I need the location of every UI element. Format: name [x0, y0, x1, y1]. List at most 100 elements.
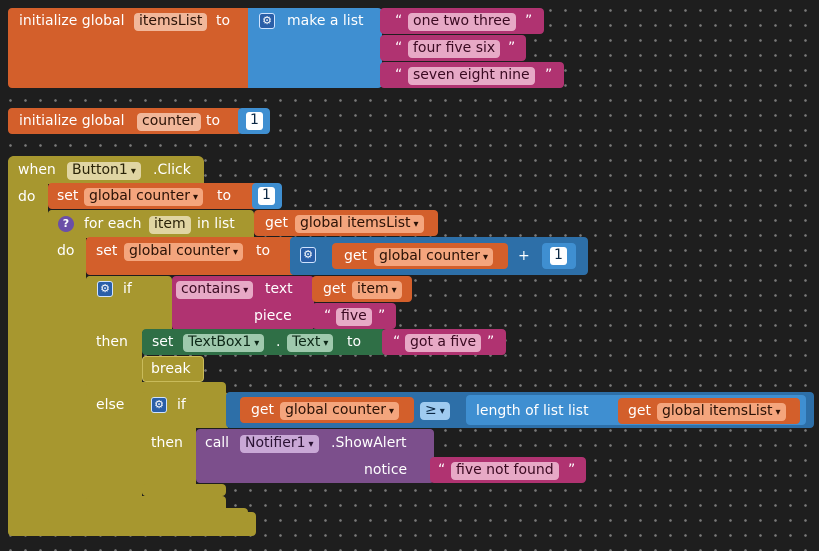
- in-list-label: in list: [197, 216, 235, 232]
- get-keyword: get: [251, 402, 274, 418]
- textbox-component-dropdown[interactable]: TextBox1▾: [183, 334, 265, 352]
- loop-item-var-name[interactable]: item: [149, 216, 191, 234]
- init-itemslist-block[interactable]: [8, 8, 252, 88]
- button1-label: Button1: [72, 162, 128, 178]
- length-list-var-label: global itemsList: [662, 403, 773, 419]
- increment-var-label: global counter: [129, 243, 231, 259]
- mutator-gear-icon[interactable]: ⚙: [300, 247, 316, 263]
- textbox-label: TextBox1: [188, 334, 252, 350]
- dropdown-arrow-icon: ▾: [413, 219, 419, 230]
- set-counter-value[interactable]: 1: [258, 187, 275, 205]
- quote-close-icon: ”: [508, 40, 516, 56]
- button1-component-dropdown[interactable]: Button1▾: [67, 162, 141, 180]
- quote-close-icon: ”: [545, 67, 553, 83]
- compare-operator-dropdown[interactable]: ≥▾: [420, 402, 450, 420]
- quote-open-icon: “: [395, 13, 403, 29]
- dropdown-arrow-icon: ▾: [775, 407, 781, 418]
- list-item-3-text[interactable]: seven eight nine: [408, 67, 535, 85]
- get-item-dropdown[interactable]: item▾: [352, 281, 402, 299]
- counter-var-name[interactable]: counter: [137, 113, 201, 131]
- quote-open-icon: “: [393, 334, 401, 350]
- contains-dropdown[interactable]: contains▾: [176, 281, 254, 299]
- then-label: then: [151, 435, 183, 451]
- notifier-label: Notifier1: [245, 435, 306, 451]
- dropdown-arrow-icon: ▾: [483, 252, 489, 263]
- init-keyword: initialize global: [19, 13, 125, 29]
- counter-init-value[interactable]: 1: [246, 112, 263, 130]
- foreach-do-label: do: [57, 243, 75, 259]
- if-label: if: [177, 397, 186, 413]
- get-itemslist-dropdown[interactable]: global itemsList▾: [295, 215, 424, 233]
- got-a-five-text[interactable]: got a five: [405, 334, 482, 352]
- quote-close-icon: ”: [378, 308, 386, 324]
- compare-counter-dropdown[interactable]: global counter▾: [280, 402, 400, 420]
- make-a-list-label: make a list: [287, 13, 364, 29]
- event-do-label: do: [18, 189, 36, 205]
- five-not-found-text[interactable]: five not found: [451, 462, 559, 480]
- mutator-gear-icon[interactable]: ⚙: [151, 397, 167, 413]
- dot-label: .: [276, 334, 281, 350]
- set-counter-var-dropdown[interactable]: global counter▾: [84, 188, 204, 206]
- dropdown-arrow-icon: ▾: [391, 285, 397, 296]
- quote-close-icon: ”: [525, 13, 533, 29]
- notifier-component-dropdown[interactable]: Notifier1▾: [240, 435, 319, 453]
- set-to-label: to: [217, 188, 232, 204]
- notice-label: notice: [364, 462, 408, 478]
- quote-open-icon: “: [438, 462, 446, 478]
- quote-open-icon: “: [324, 308, 332, 324]
- compare-counter-label: global counter: [285, 402, 387, 418]
- dropdown-arrow-icon: ▾: [254, 338, 260, 349]
- length-list-var-dropdown[interactable]: global itemsList▾: [657, 403, 786, 421]
- piece-label: piece: [254, 308, 292, 324]
- list-item-1-text[interactable]: one two three: [408, 13, 516, 31]
- init-counter-block[interactable]: [8, 108, 242, 134]
- show-alert-method-label: .ShowAlert: [331, 435, 407, 451]
- plus-operator: +: [518, 248, 530, 264]
- mutator-gear-icon[interactable]: ⚙: [97, 281, 113, 297]
- get-keyword: get: [323, 281, 346, 297]
- text-label: text: [265, 281, 293, 297]
- get-itemslist-label: global itemsList: [300, 215, 411, 231]
- increment-var-dropdown[interactable]: global counter▾: [124, 243, 244, 261]
- dropdown-arrow-icon: ▾: [243, 285, 249, 296]
- get-keyword: get: [628, 403, 651, 419]
- contains-label: contains: [181, 281, 241, 297]
- set-to-label: to: [347, 334, 362, 350]
- event-name-label: .Click: [153, 162, 191, 178]
- quote-open-icon: “: [395, 40, 403, 56]
- set-keyword: set: [57, 188, 79, 204]
- inner-if-block-bottom: [142, 484, 226, 496]
- break-block[interactable]: [142, 356, 204, 382]
- dropdown-arrow-icon: ▾: [323, 338, 329, 349]
- increment-value[interactable]: 1: [550, 247, 567, 265]
- list-item-2-text[interactable]: four five six: [408, 40, 501, 58]
- when-label: when: [18, 162, 56, 178]
- call-keyword: call: [205, 435, 230, 451]
- mutator-gear-icon[interactable]: ⚙: [259, 13, 275, 29]
- get-counter-dropdown[interactable]: global counter▾: [374, 248, 494, 266]
- itemslist-var-name[interactable]: itemsList: [134, 13, 208, 31]
- else-label: else: [96, 397, 125, 413]
- set-keyword: set: [152, 334, 174, 350]
- quote-open-icon: “: [395, 67, 403, 83]
- get-keyword: get: [344, 248, 367, 264]
- if-else-block-bottom: [86, 496, 226, 512]
- dropdown-arrow-icon: ▾: [308, 439, 314, 450]
- get-keyword: get: [265, 215, 288, 231]
- dropdown-arrow-icon: ▾: [130, 166, 136, 177]
- help-question-icon[interactable]: ?: [58, 216, 74, 232]
- get-counter-label: global counter: [379, 248, 481, 264]
- piece-value-text[interactable]: five: [336, 308, 372, 326]
- break-label: break: [151, 361, 191, 377]
- text-property-dropdown[interactable]: Text▾: [287, 334, 334, 352]
- init-to-label: to: [206, 113, 221, 129]
- length-of-list-label: length of list list: [476, 403, 589, 419]
- set-to-label: to: [256, 243, 271, 259]
- init-to-label: to: [216, 13, 231, 29]
- set-keyword: set: [96, 243, 118, 259]
- dropdown-arrow-icon: ▾: [193, 192, 199, 203]
- get-item-label: item: [357, 281, 389, 297]
- event-block-spine: [8, 156, 48, 536]
- quote-close-icon: ”: [487, 334, 495, 350]
- foreach-block-spine: [48, 210, 86, 523]
